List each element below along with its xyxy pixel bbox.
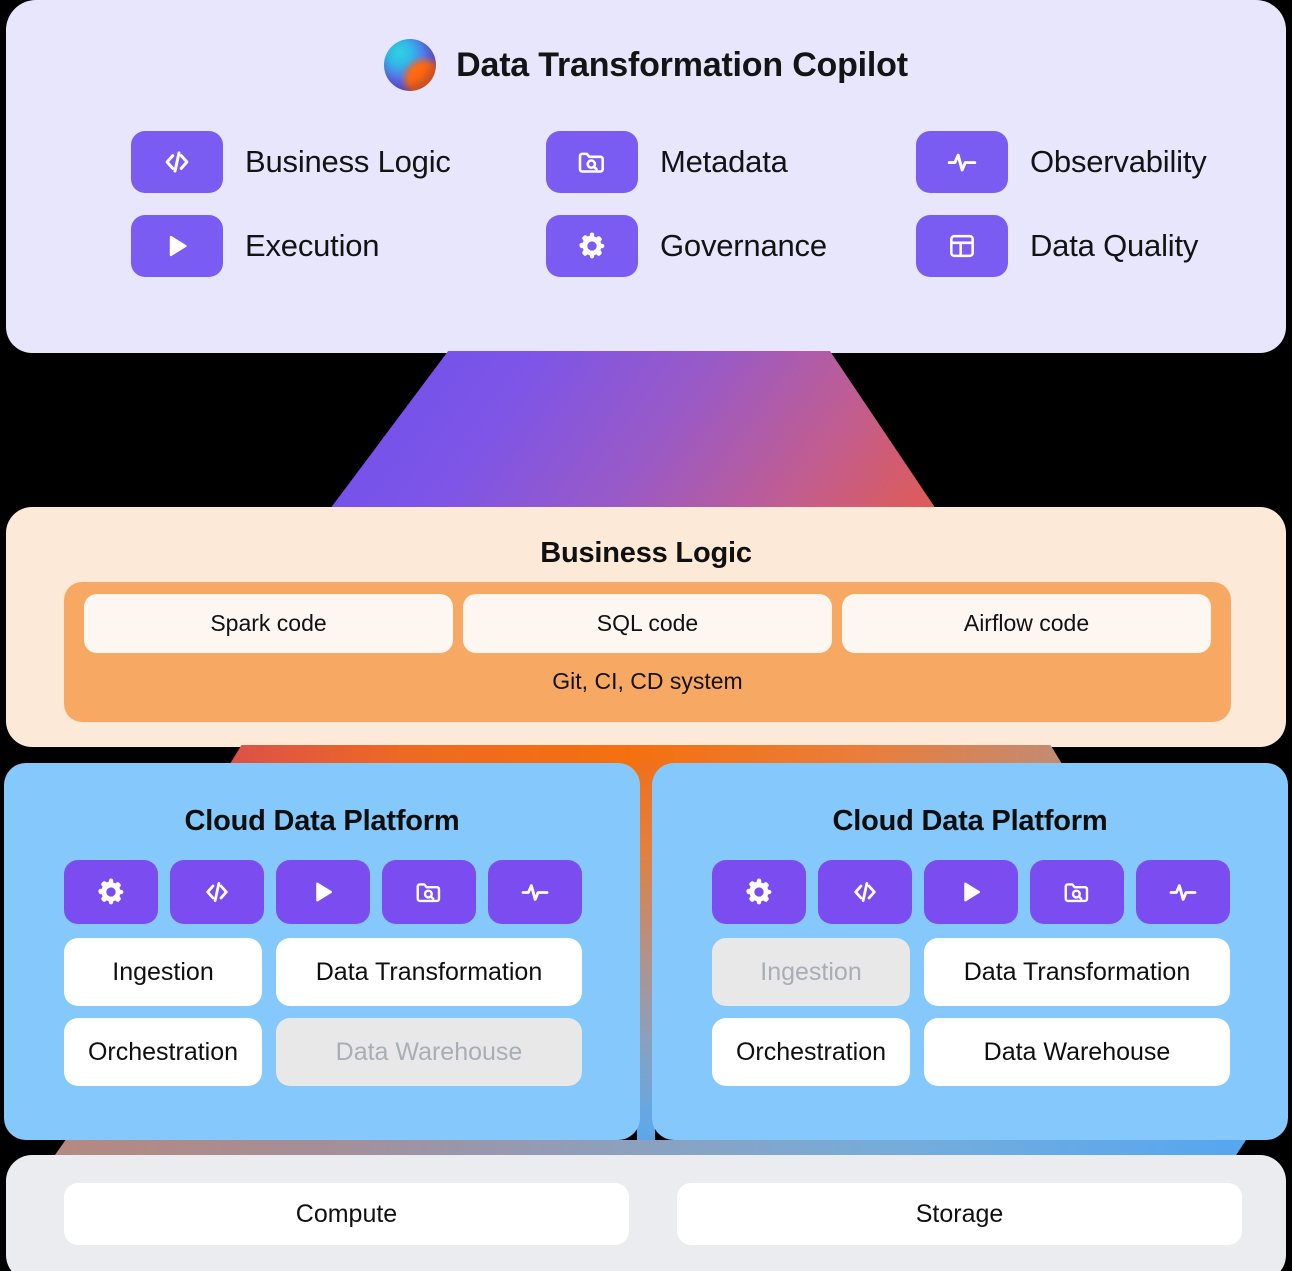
gradient-sphere-logo-icon — [384, 39, 437, 91]
infrastructure-compute[interactable]: Compute — [64, 1183, 629, 1245]
play-icon[interactable] — [924, 860, 1018, 924]
chip-airflow-code[interactable]: Airflow code — [842, 594, 1211, 653]
infrastructure-card: Compute Storage — [6, 1155, 1286, 1271]
capability-row: Orchestration Data Warehouse — [64, 1018, 640, 1086]
copilot-header: Data Transformation Copilot — [6, 0, 1286, 120]
capability-data-transformation[interactable]: Data Transformation — [924, 938, 1230, 1006]
feature-label: Business Logic — [245, 144, 451, 179]
feature-governance[interactable]: Governance — [546, 215, 916, 277]
feature-label: Observability — [1030, 144, 1207, 179]
activity-pulse-icon[interactable] — [488, 860, 582, 924]
code-icon — [131, 131, 223, 193]
play-icon — [131, 215, 223, 277]
business-logic-title: Business Logic — [540, 537, 752, 569]
play-icon[interactable] — [276, 860, 370, 924]
capability-row: Orchestration Data Warehouse — [712, 1018, 1288, 1086]
gear-icon[interactable] — [712, 860, 806, 924]
connector-copilot-to-business-logic — [330, 351, 936, 509]
cloud-data-platform-right: Cloud Data Platform Ingestion Data Trans… — [652, 763, 1288, 1140]
infrastructure-row: Compute Storage — [6, 1155, 1286, 1245]
feature-data-quality[interactable]: Data Quality — [916, 215, 1286, 277]
feature-metadata[interactable]: Metadata — [546, 131, 916, 193]
activity-pulse-icon — [916, 131, 1008, 193]
capability-data-transformation[interactable]: Data Transformation — [276, 938, 582, 1006]
capability-orchestration[interactable]: Orchestration — [64, 1018, 262, 1086]
capability-ingestion: Ingestion — [712, 938, 910, 1006]
platform-capability-rows: Ingestion Data Transformation Orchestrat… — [4, 924, 640, 1086]
folder-search-icon — [546, 131, 638, 193]
business-logic-chip-row: Spark code SQL code Airflow code — [84, 594, 1211, 653]
code-icon[interactable] — [818, 860, 912, 924]
capability-data-warehouse: Data Warehouse — [276, 1018, 582, 1086]
capability-orchestration[interactable]: Orchestration — [712, 1018, 910, 1086]
copilot-card: Data Transformation Copilot Business Log… — [6, 0, 1286, 353]
feature-label: Data Quality — [1030, 228, 1199, 263]
gear-icon[interactable] — [64, 860, 158, 924]
cloud-data-platform-left: Cloud Data Platform Ingestion Data Trans… — [4, 763, 640, 1140]
chip-spark-code[interactable]: Spark code — [84, 594, 453, 653]
folder-search-icon[interactable] — [382, 860, 476, 924]
platform-icon-row — [4, 838, 640, 924]
feature-business-logic[interactable]: Business Logic — [131, 131, 546, 193]
copilot-feature-grid: Business Logic Metadata Observabili — [6, 120, 1286, 288]
copilot-title: Data Transformation Copilot — [456, 45, 908, 84]
capability-ingestion[interactable]: Ingestion — [64, 938, 262, 1006]
activity-pulse-icon[interactable] — [1136, 860, 1230, 924]
table-grid-icon — [916, 215, 1008, 277]
feature-label: Governance — [660, 228, 827, 263]
capability-data-warehouse[interactable]: Data Warehouse — [924, 1018, 1230, 1086]
platform-capability-rows: Ingestion Data Transformation Orchestrat… — [652, 924, 1288, 1086]
chip-sql-code[interactable]: SQL code — [463, 594, 832, 653]
capability-row: Ingestion Data Transformation — [64, 938, 640, 1006]
folder-search-icon[interactable] — [1030, 860, 1124, 924]
gear-icon — [546, 215, 638, 277]
business-logic-inner-panel: Spark code SQL code Airflow code Git, CI… — [64, 582, 1231, 722]
platform-title: Cloud Data Platform — [184, 805, 460, 837]
feature-execution[interactable]: Execution — [131, 215, 546, 277]
capability-row: Ingestion Data Transformation — [712, 938, 1288, 1006]
feature-label: Execution — [245, 228, 380, 263]
platform-icon-row — [652, 838, 1288, 924]
feature-observability[interactable]: Observability — [916, 131, 1286, 193]
infrastructure-storage[interactable]: Storage — [677, 1183, 1242, 1245]
connector-platform-spine — [637, 762, 655, 1162]
business-logic-footnote: Git, CI, CD system — [552, 668, 743, 694]
platform-title: Cloud Data Platform — [832, 805, 1108, 837]
code-icon[interactable] — [170, 860, 264, 924]
business-logic-card: Business Logic Spark code SQL code Airfl… — [6, 507, 1286, 747]
feature-label: Metadata — [660, 144, 788, 179]
